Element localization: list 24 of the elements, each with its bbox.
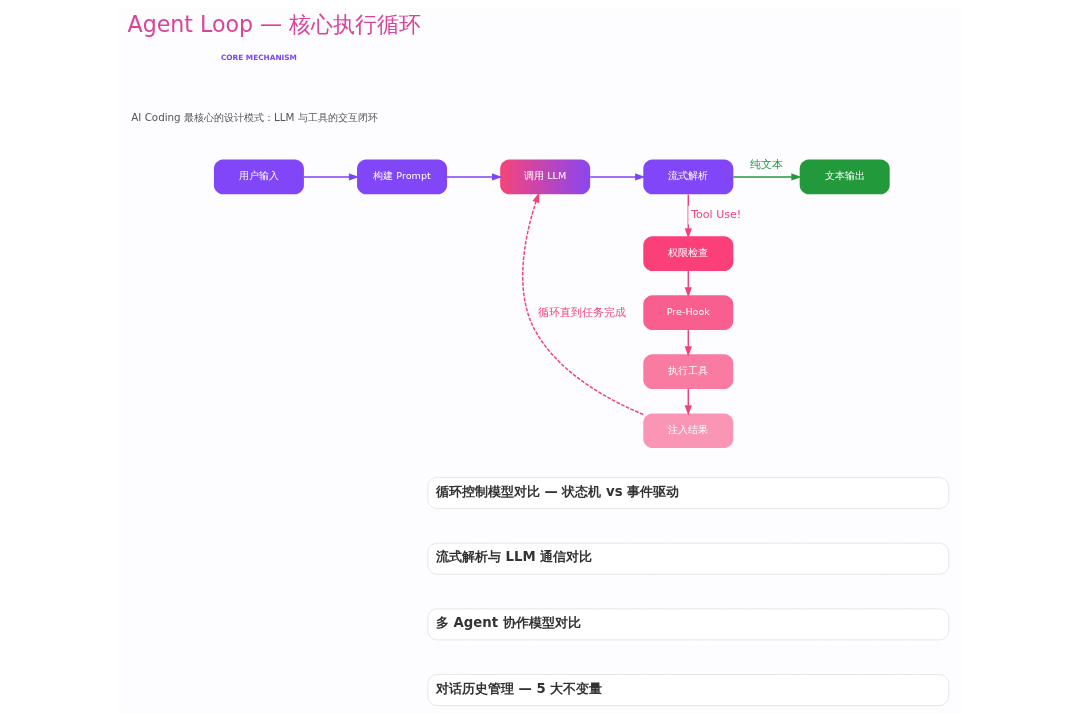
arrow: [589, 173, 646, 181]
label: 流式解析与 LLM 通信对比: [435, 549, 593, 565]
arrow: [303, 173, 360, 181]
node-box: 流式解析: [643, 159, 734, 195]
label: 多 Agent 协作模型对比: [435, 614, 581, 630]
node-box: 文本输出: [799, 159, 890, 195]
node-box: 权限检查: [643, 236, 734, 271]
node-box: 构建 Prompt: [357, 159, 448, 195]
node-box: 调用 LLM: [500, 159, 591, 195]
edge-label: Tool Use!: [691, 208, 742, 222]
diagram-title: Agent Loop — 核心执行循环: [127, 10, 422, 37]
node-box: 注入结果: [643, 413, 734, 449]
arrow: [446, 173, 503, 181]
node-box: Pre-Hook: [643, 295, 734, 330]
node-box: 执行工具: [643, 354, 734, 390]
edge-label: 循环直到任务完成: [538, 305, 627, 319]
label: AI Coding 最核心的设计模式：LLM 与工具的交互闭环: [131, 110, 378, 123]
arrow: [522, 192, 644, 416]
edge-label: 纯文本: [749, 158, 783, 172]
label: 循环控制模型对比 — 状态机 vs 事件驱动: [435, 483, 680, 499]
arrow: [732, 173, 802, 181]
label: CORE MECHANISM: [220, 52, 297, 62]
label: 对话历史管理 — 5 大不变量: [435, 680, 603, 696]
node-box: 用户输入: [213, 159, 304, 195]
